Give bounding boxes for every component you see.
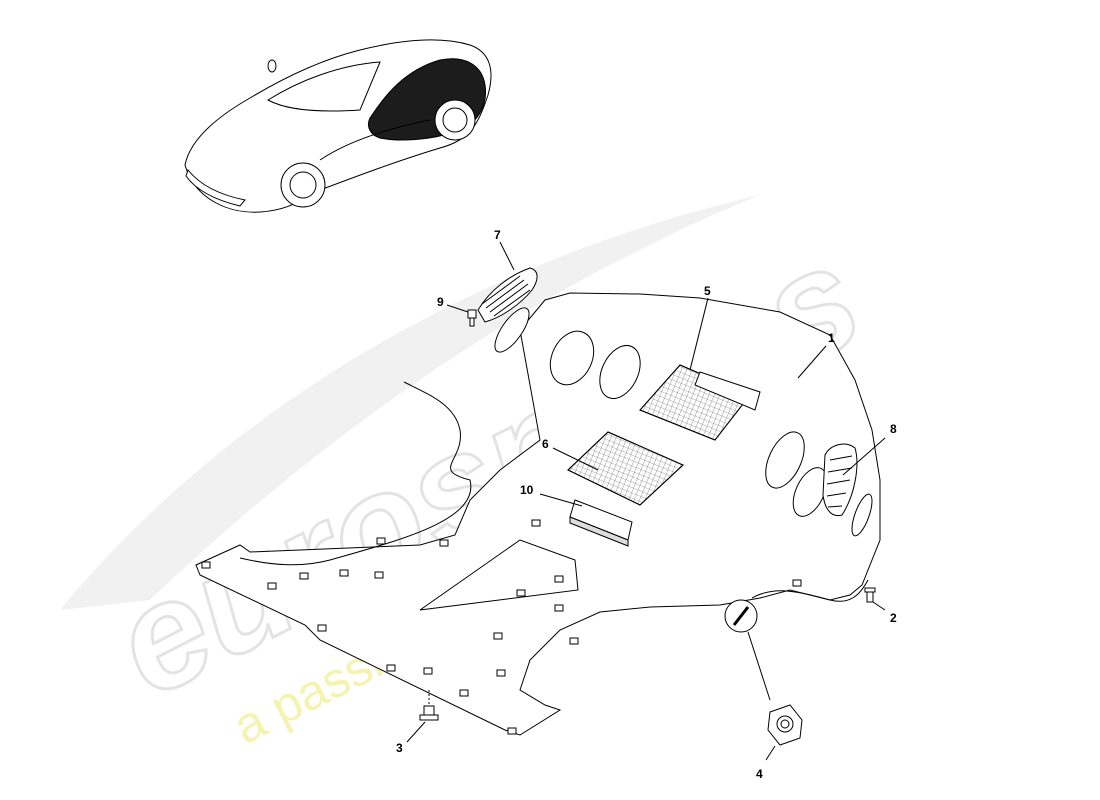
leader-8: [842, 437, 886, 476]
callouts: 1 2 3 4 5 6 7 8 9 10: [396, 228, 897, 781]
cable-right: [751, 579, 869, 602]
car-window: [267, 61, 381, 112]
leader-3: [406, 721, 426, 743]
callout-6: 6: [542, 437, 549, 451]
stud-clips: [201, 519, 802, 735]
trim-fold: [419, 539, 579, 611]
leader-6: [552, 447, 599, 471]
mesh-panel-6: [567, 431, 684, 506]
callout-4: 4: [756, 767, 763, 781]
mesh-panel-5: [639, 364, 761, 441]
callout-9: 9: [437, 295, 444, 309]
callout-5: 5: [704, 284, 711, 298]
opening-6: [851, 493, 873, 537]
leader-10: [539, 493, 583, 507]
pin-9: [467, 309, 477, 327]
bracket-10: [569, 499, 633, 547]
vent-grille-7: [477, 267, 538, 323]
leader-5: [689, 297, 709, 371]
leader-7: [499, 241, 515, 271]
opening-2: [599, 345, 641, 399]
callout-7: 7: [494, 228, 501, 242]
car-side-line: [319, 119, 431, 161]
car-rear-wheel-hub: [442, 107, 468, 133]
opening-5: [494, 307, 530, 353]
leader-2: [872, 601, 886, 611]
callout-2: 2: [890, 611, 897, 625]
clip-4: [767, 704, 803, 746]
callout-3: 3: [396, 741, 403, 755]
watermark-swoosh: [60, 195, 760, 610]
vent-grille-8: [822, 443, 858, 517]
car-front-wheel-hub: [289, 171, 317, 199]
car-mirror: [267, 59, 277, 73]
leader-lines: [406, 241, 886, 761]
leader-9: [446, 304, 469, 313]
car-illustration: [184, 39, 492, 213]
leader-4: [765, 745, 776, 761]
leader-1: [797, 345, 827, 379]
callout-1: 1: [828, 331, 835, 345]
callout-10: 10: [520, 483, 534, 497]
opening-1: [549, 330, 595, 386]
screw-3: [419, 690, 439, 721]
car-grille: [185, 168, 246, 207]
callout-8: 8: [890, 422, 897, 436]
detail-circle: [724, 599, 771, 701]
screw-2: [864, 587, 876, 603]
cable-left: [239, 381, 472, 566]
opening-3: [765, 431, 805, 489]
opening-4: [792, 467, 828, 517]
